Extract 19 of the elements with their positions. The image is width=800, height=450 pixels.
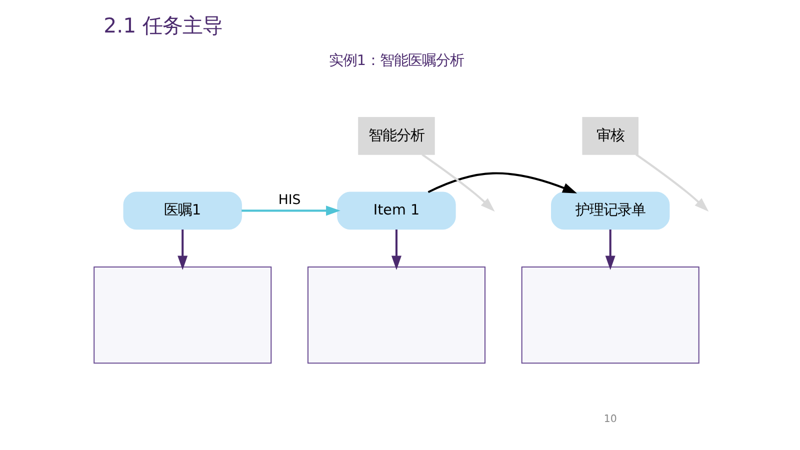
arrow <box>390 230 401 270</box>
diagram-title: 2.1 任务主导 <box>103 14 222 38</box>
node-box: 护理记录单 <box>550 192 670 230</box>
label: 10 <box>603 414 616 425</box>
label: 实例1：智能医嘱分析 <box>328 53 464 70</box>
node-box: 医嘱1 <box>122 192 242 230</box>
edge-label: HIS <box>278 192 300 208</box>
arrow <box>177 230 188 270</box>
arrow <box>635 154 708 212</box>
arrow <box>604 230 615 270</box>
arrow <box>241 206 340 216</box>
node-box <box>93 266 272 364</box>
arrow <box>421 154 494 212</box>
node-box: 智能分析 <box>358 117 434 155</box>
node-box: 审核 <box>582 117 638 155</box>
node-box: Item 1 <box>336 192 456 230</box>
node-box <box>520 266 699 364</box>
node-box <box>306 266 485 364</box>
arrow <box>427 172 577 194</box>
